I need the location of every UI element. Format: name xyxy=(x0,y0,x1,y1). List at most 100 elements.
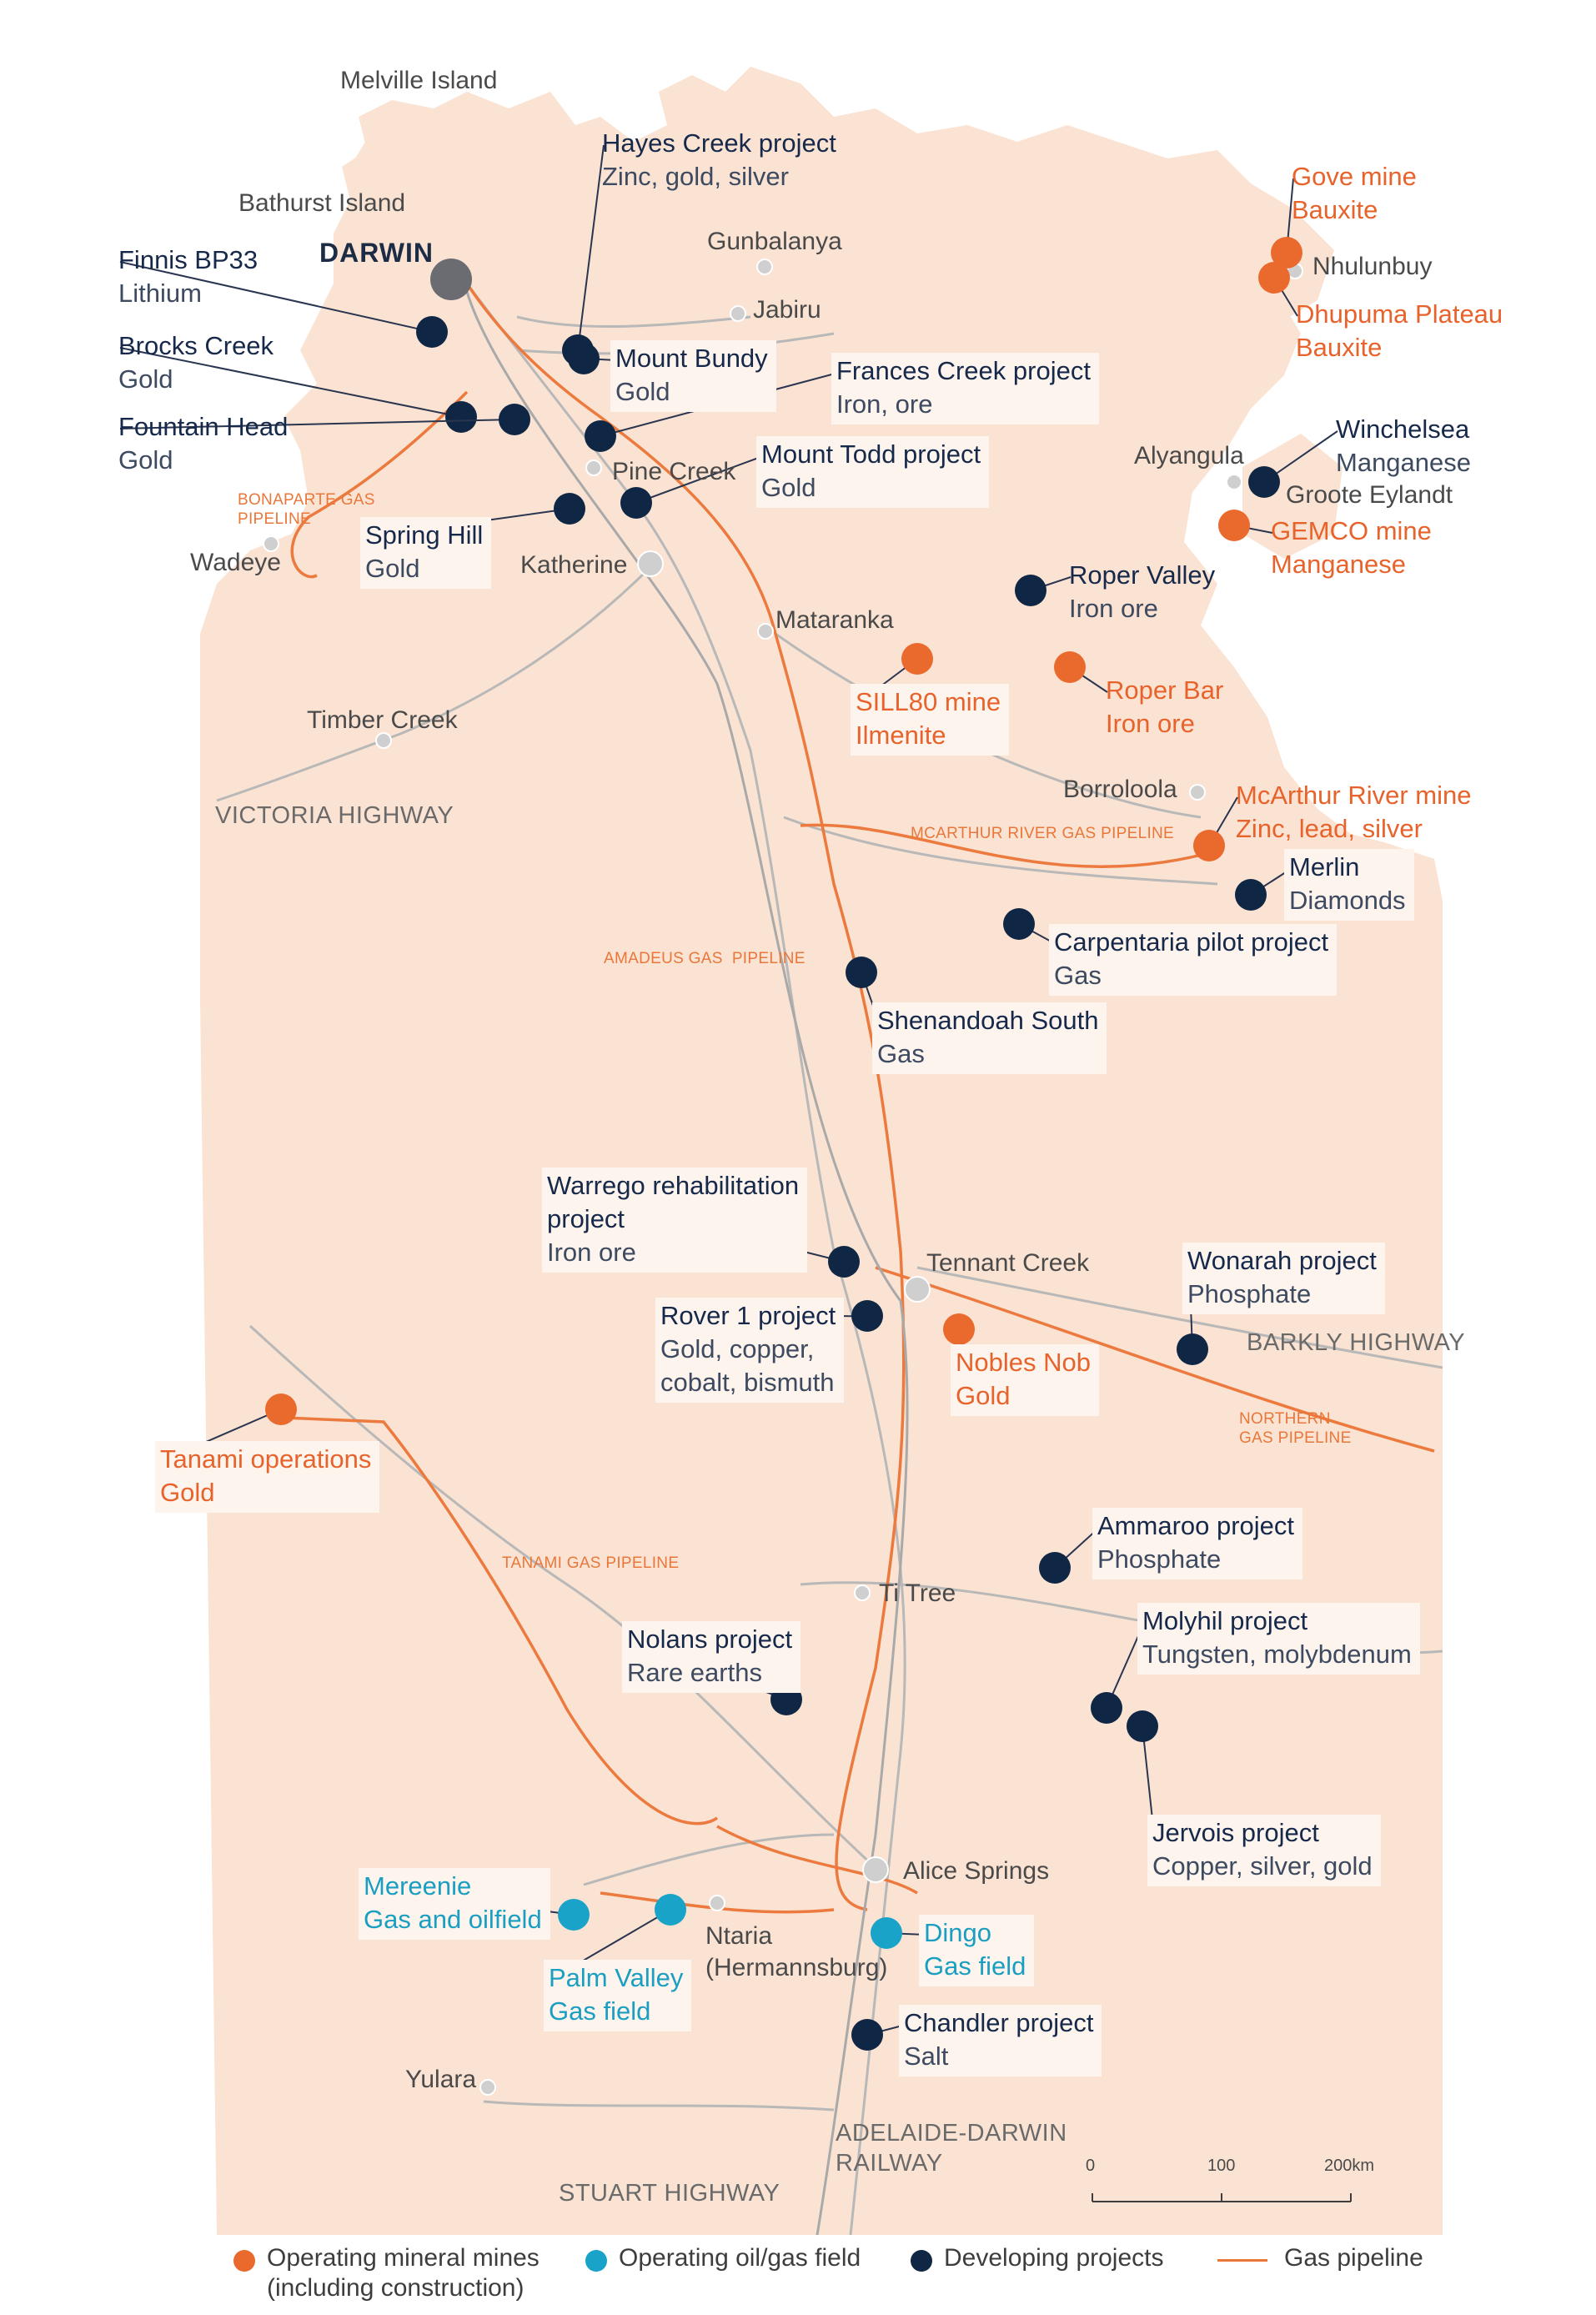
site-marker-operating_mine[interactable] xyxy=(1271,237,1302,269)
site-commodity: Gold xyxy=(365,554,420,583)
site-marker-operating_mine[interactable] xyxy=(901,643,933,675)
site-leader-line xyxy=(577,144,605,351)
site-marker-developing[interactable] xyxy=(1177,1333,1208,1365)
site-commodity: Lithium xyxy=(118,279,202,308)
site-marker-operating_mine[interactable] xyxy=(943,1313,975,1345)
site-marker-developing[interactable] xyxy=(1015,575,1046,606)
site-commodity: Phosphate xyxy=(1187,1279,1312,1308)
site-marker-developing[interactable] xyxy=(554,493,585,525)
town-label-jabiru: Jabiru xyxy=(753,296,821,324)
site-marker-developing[interactable] xyxy=(568,343,600,374)
town-label-wadeye: Wadeye xyxy=(190,549,281,576)
site-commodity: Diamonds xyxy=(1289,886,1406,915)
site-marker-developing[interactable] xyxy=(1003,908,1035,940)
town-marker xyxy=(375,732,392,749)
site-marker-developing[interactable] xyxy=(1235,879,1267,911)
site-commodity: Tungsten, molybdenum xyxy=(1142,1640,1412,1669)
site-marker-operating_mine[interactable] xyxy=(265,1394,297,1425)
site-marker-developing[interactable] xyxy=(851,1300,883,1332)
site-marker-operating_mine[interactable] xyxy=(1218,510,1250,541)
site-marker-operating_mine[interactable] xyxy=(1258,262,1290,294)
legend-dot-navy xyxy=(911,2250,932,2272)
island-label-melville: Melville Island xyxy=(340,67,498,94)
town-label-timber-creek: Timber Creek xyxy=(307,706,458,734)
town-label-pine-creek: Pine Creek xyxy=(612,458,736,485)
scale-bar xyxy=(1092,2193,1352,2202)
site-commodity: Gold, copper, cobalt, bismuth xyxy=(660,1334,835,1397)
site-name: Ammaroo project xyxy=(1097,1511,1295,1540)
town-marker xyxy=(637,550,664,577)
site-commodity: Gold xyxy=(118,445,173,475)
site-marker-developing[interactable] xyxy=(828,1246,860,1278)
site-commodity: Bauxite xyxy=(1296,333,1383,362)
site-name: Merlin xyxy=(1289,852,1360,881)
site-marker-developing[interactable] xyxy=(416,316,448,348)
site-marker-operating_gas[interactable] xyxy=(655,1894,686,1926)
site-marker-developing[interactable] xyxy=(851,2019,883,2051)
site-name: Brocks Creek xyxy=(118,331,274,360)
site-marker-operating_mine[interactable] xyxy=(1054,651,1086,683)
site-marker-developing[interactable] xyxy=(620,487,652,519)
site-marker-developing[interactable] xyxy=(846,957,877,988)
site-commodity: Iron ore xyxy=(1069,594,1158,623)
site-commodity: Gas xyxy=(877,1039,925,1068)
site-marker-developing[interactable] xyxy=(445,401,477,433)
island-label-bathurst: Bathurst Island xyxy=(238,189,406,217)
site-commodity: Zinc, lead, silver xyxy=(1236,814,1423,843)
site-leader-line xyxy=(119,419,515,429)
site-name: Wonarah project xyxy=(1187,1246,1377,1275)
site-marker-developing[interactable] xyxy=(499,404,530,435)
town-marker xyxy=(854,1584,871,1601)
town-marker xyxy=(479,2079,496,2096)
site-commodity: Gold xyxy=(615,377,670,406)
site-name: Gove mine xyxy=(1292,162,1417,191)
site-name: Dingo xyxy=(924,1918,991,1947)
capital-marker-darwin xyxy=(430,259,472,300)
site-marker-operating_mine[interactable] xyxy=(1193,830,1225,861)
site-marker-developing[interactable] xyxy=(585,420,616,452)
site-marker-developing[interactable] xyxy=(1127,1710,1158,1742)
site-name: Dhupuma Plateau xyxy=(1296,299,1503,329)
site-name: Spring Hill xyxy=(365,520,484,550)
site-marker-operating_gas[interactable] xyxy=(871,1917,902,1949)
site-marker-developing[interactable] xyxy=(1248,466,1280,498)
site-marker-operating_gas[interactable] xyxy=(558,1899,590,1931)
site-name: Nobles Nob xyxy=(956,1348,1091,1377)
site-marker-developing[interactable] xyxy=(1039,1552,1071,1584)
site-marker-developing[interactable] xyxy=(1091,1692,1122,1724)
site-name: McArthur River mine xyxy=(1236,781,1472,810)
